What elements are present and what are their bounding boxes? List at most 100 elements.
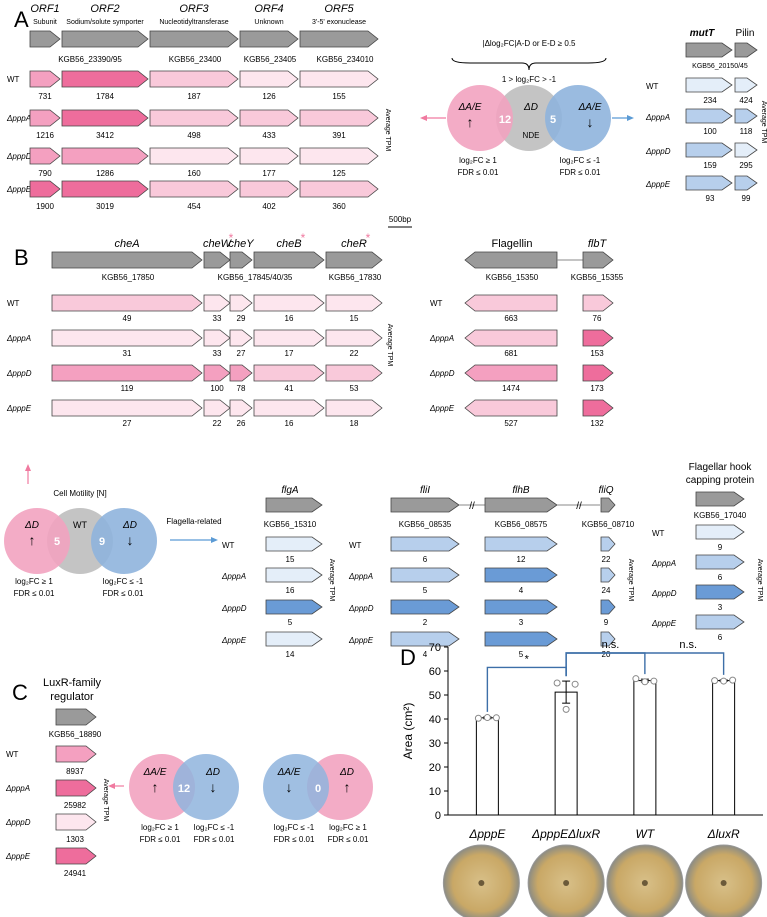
strain-label: ΔpppE — [6, 404, 32, 413]
down-arrow-icon: ↓ — [210, 779, 217, 795]
tpm-value: 3412 — [96, 131, 114, 140]
tpm-gene-arrow — [484, 567, 558, 583]
tpm-value: 5 — [288, 618, 293, 627]
strain-label: WT — [652, 529, 665, 538]
tpm-gene-arrow — [229, 329, 253, 347]
tpm-value: 173 — [590, 384, 604, 393]
tpm-value: 527 — [504, 419, 518, 428]
data-point — [562, 705, 570, 713]
venn-criteria: FDR ≤ 0.01 — [560, 168, 601, 177]
tpm-value: 790 — [38, 169, 52, 178]
tpm-gene-arrow — [734, 108, 758, 124]
units-label: Average TPM — [384, 109, 391, 152]
tpm-value: 6 — [718, 633, 723, 642]
data-point — [571, 680, 579, 688]
tpm-value: 27 — [237, 349, 246, 358]
tpm-value: 153 — [590, 349, 604, 358]
tpm-gene-arrow — [325, 364, 383, 382]
orf-name: ORF5 — [324, 3, 354, 15]
tpm-gene-arrow — [203, 294, 231, 312]
y-axis-label: Area (cm²) — [401, 703, 415, 760]
tpm-value: 16 — [285, 314, 294, 323]
strain-label: ΔpppD — [221, 604, 247, 613]
y-tick-label: 70 — [429, 642, 441, 654]
gene-title: LuxR-family — [43, 677, 102, 689]
tpm-value: 1900 — [36, 202, 54, 211]
bar — [712, 680, 736, 816]
tpm-value: 1286 — [96, 169, 114, 178]
venn-criteria: log₂FC ≥ 1 — [141, 823, 179, 832]
tpm-value: 49 — [123, 314, 132, 323]
tpm-gene-arrow — [484, 599, 558, 615]
venn-count: 0 — [315, 783, 321, 795]
gene-title: Flagellar hook — [689, 462, 753, 473]
colony-center — [478, 880, 485, 886]
tpm-value: 1303 — [66, 835, 84, 844]
tpm-gene-arrow — [299, 70, 379, 88]
strain-label: WT — [7, 75, 20, 84]
axis-break: // — [576, 501, 582, 512]
tpm-value: 663 — [504, 314, 518, 323]
gene-arrow-gray — [390, 497, 460, 513]
venn-center-circle — [496, 85, 562, 151]
locus-tag: KGB56_20150/45 — [692, 63, 748, 70]
tpm-value: 9 — [604, 618, 609, 627]
gene-name: fliI — [420, 485, 430, 496]
tpm-value: 454 — [187, 202, 201, 211]
locus-tag: KGB56_17830 — [329, 273, 382, 282]
data-point — [492, 714, 500, 722]
venn-label: ΔD — [24, 520, 39, 531]
tpm-gene-arrow — [55, 745, 97, 763]
tpm-value: 14 — [286, 650, 295, 659]
tpm-gene-arrow — [203, 399, 231, 417]
tpm-gene-arrow — [464, 364, 558, 382]
tpm-value: 5 — [519, 650, 524, 659]
tpm-value: 155 — [332, 92, 346, 101]
orf-arrow-gray — [239, 30, 299, 48]
tpm-gene-arrow — [239, 70, 299, 88]
locus-tag: KGB56_15310 — [264, 520, 317, 529]
venn-criteria: log₂FC ≤ -1 — [103, 577, 144, 586]
strain-label: WT — [6, 750, 19, 759]
tpm-gene-arrow — [582, 364, 614, 382]
group-label: Flagella-related — [166, 517, 221, 526]
data-point — [474, 714, 482, 722]
y-tick-label: 50 — [429, 690, 441, 702]
venn-left-circle — [263, 754, 329, 820]
strain-label: ΔpppE — [5, 852, 31, 861]
orf-name: ORF4 — [254, 3, 283, 15]
tpm-gene-arrow — [299, 180, 379, 198]
gene-arrow-gray — [229, 251, 253, 269]
tpm-gene-arrow — [51, 329, 203, 347]
locus-tag: KGB56_08535 — [399, 520, 452, 529]
orf-function: Subunit — [33, 19, 57, 26]
gene-arrow-gray — [55, 708, 97, 726]
y-tick-label: 40 — [429, 714, 441, 726]
tpm-value: 3 — [519, 618, 524, 627]
venn-right-circle — [91, 508, 157, 574]
colony-center — [563, 880, 570, 886]
gene-arrow-gray — [253, 251, 325, 269]
strain-label: ΔpppA — [6, 114, 31, 123]
tpm-value: 29 — [237, 314, 246, 323]
venn-criteria: FDR ≤ 0.01 — [140, 835, 181, 844]
gene-arrow-gray — [600, 497, 616, 513]
gene-arrow-gray — [203, 251, 231, 269]
venn-label: ΔA/E — [458, 102, 482, 113]
gene-arrow-gray — [582, 251, 614, 269]
tpm-value: 16 — [286, 586, 295, 595]
gene-arrow-gray — [734, 42, 758, 58]
gene-name: flgA — [281, 485, 299, 496]
tpm-gene-arrow — [29, 70, 61, 88]
venn-criteria: FDR ≤ 0.01 — [274, 835, 315, 844]
data-point — [650, 677, 658, 685]
strain-label: ΔpppE — [645, 180, 671, 189]
tpm-gene-arrow — [29, 109, 61, 127]
tpm-gene-arrow — [203, 329, 231, 347]
gene-name: cheR — [341, 238, 367, 250]
tpm-value: 17 — [285, 349, 294, 358]
locus-tag: KGB56_17850 — [102, 273, 155, 282]
significance-bracket — [565, 652, 725, 677]
scale-bar-label: 500bp — [389, 215, 412, 224]
orf-name: ORF1 — [30, 3, 59, 15]
